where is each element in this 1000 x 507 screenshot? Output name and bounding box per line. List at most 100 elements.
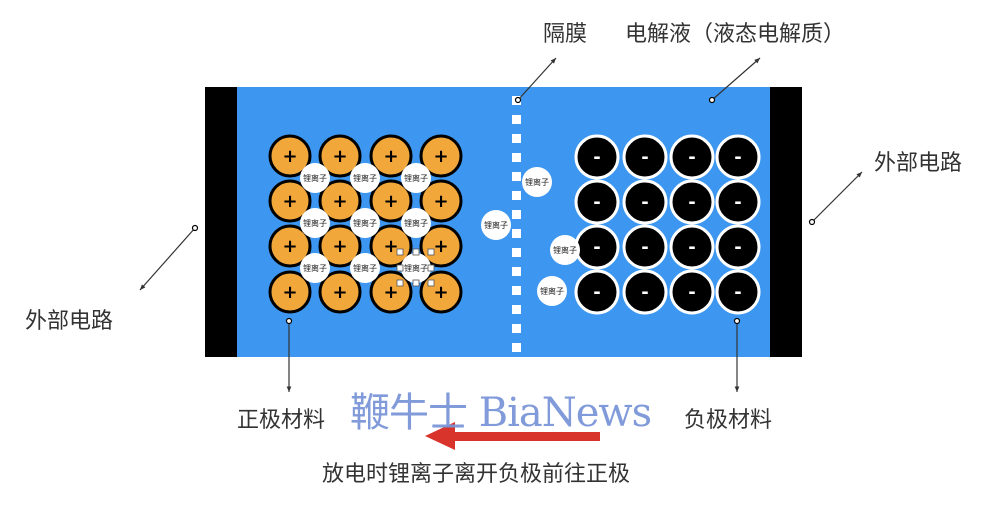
selection-handle bbox=[412, 279, 420, 287]
cathode-particle: + bbox=[318, 224, 362, 268]
ion-circle bbox=[401, 163, 431, 193]
ion-circle bbox=[350, 253, 380, 283]
minus-sign: - bbox=[593, 192, 600, 213]
cathode-particle: + bbox=[268, 224, 312, 268]
anode-particle: - bbox=[622, 269, 668, 315]
discharge-arrow bbox=[425, 422, 600, 450]
external-circuit-left-label: 外部电路 bbox=[25, 309, 114, 334]
selection-handle bbox=[396, 279, 404, 287]
anode-particle: - bbox=[715, 269, 761, 315]
cathode-circle bbox=[268, 134, 312, 178]
cathode-circle bbox=[369, 179, 413, 223]
lithium-ion: 锂离子 bbox=[550, 235, 580, 265]
anode-particle: - bbox=[669, 224, 715, 270]
anode-particle: - bbox=[715, 134, 761, 180]
anode-particle: - bbox=[574, 134, 620, 180]
anode-circle bbox=[715, 224, 761, 270]
ion-label: 锂离子 bbox=[404, 218, 428, 228]
arrow-head bbox=[286, 386, 292, 392]
separator-segment bbox=[512, 286, 521, 295]
cathode-particle: + bbox=[419, 134, 463, 178]
separator-segment bbox=[512, 267, 521, 276]
arrow-head bbox=[856, 172, 862, 178]
cathode-circle bbox=[318, 270, 362, 314]
watermark: 鞭牛士 BiaNews bbox=[350, 390, 652, 436]
lithium-ion: 锂离子 bbox=[300, 163, 330, 193]
lithium-ion: 锂离子 bbox=[350, 253, 380, 283]
separator bbox=[512, 96, 521, 352]
selection-handle bbox=[427, 279, 435, 287]
anode-particle: - bbox=[574, 269, 620, 315]
anode-circle bbox=[715, 179, 761, 225]
plus-sign: + bbox=[332, 191, 347, 212]
minus-sign: - bbox=[593, 147, 600, 168]
separator-segment bbox=[512, 229, 521, 238]
anode-particle: - bbox=[622, 179, 668, 225]
anode-circle bbox=[622, 179, 668, 225]
lithium-ion: 锂离子 bbox=[481, 210, 511, 240]
anode-particle: - bbox=[669, 134, 715, 180]
ion-label: 锂离子 bbox=[353, 263, 377, 273]
anode-circle bbox=[715, 134, 761, 180]
leader-arrow bbox=[139, 227, 196, 291]
anode-circle bbox=[622, 224, 668, 270]
anode-circle bbox=[622, 134, 668, 180]
selection-handle bbox=[396, 264, 404, 272]
leader-line bbox=[708, 57, 761, 104]
ion-label: 锂离子 bbox=[353, 218, 377, 228]
ion-circle bbox=[300, 163, 330, 193]
cathode-particle: + bbox=[268, 179, 312, 223]
anode-particle: - bbox=[669, 179, 715, 225]
anode-particle: - bbox=[574, 224, 620, 270]
separator-segment bbox=[512, 343, 521, 352]
anchor-dot bbox=[733, 317, 741, 325]
anchor-dot bbox=[514, 96, 522, 104]
cathode-particle: + bbox=[369, 179, 413, 223]
cathode-circle bbox=[318, 179, 362, 223]
leader-arrow bbox=[517, 57, 557, 101]
anode-particles: ---------------- bbox=[574, 134, 761, 315]
right-current-collector bbox=[770, 87, 802, 357]
minus-sign: - bbox=[641, 237, 648, 258]
minus-sign: - bbox=[734, 282, 741, 303]
ion-label: 锂离子 bbox=[303, 218, 327, 228]
leader-line bbox=[514, 57, 557, 104]
plus-sign: + bbox=[383, 146, 398, 167]
lithium-ion: 锂离子 bbox=[401, 253, 431, 283]
selection-handle bbox=[396, 248, 404, 256]
separator-segment bbox=[512, 324, 521, 333]
minus-sign: - bbox=[734, 147, 741, 168]
anode-particle: - bbox=[622, 224, 668, 270]
ion-label: 锂离子 bbox=[353, 173, 377, 183]
anode-circle bbox=[574, 179, 620, 225]
arrow-head bbox=[140, 284, 146, 290]
ion-circle bbox=[550, 235, 580, 265]
separator-segment bbox=[512, 172, 521, 181]
anode-particle: - bbox=[622, 134, 668, 180]
cathode-label: 正极材料 bbox=[237, 408, 326, 433]
selection-handle bbox=[412, 248, 420, 256]
ion-label: 锂离子 bbox=[540, 286, 564, 296]
ion-circle bbox=[350, 163, 380, 193]
anode-circle bbox=[669, 134, 715, 180]
separator-segment bbox=[512, 248, 521, 257]
ion-circle bbox=[401, 208, 431, 238]
leader-arrow bbox=[811, 171, 863, 223]
plus-sign: + bbox=[433, 191, 448, 212]
cathode-particle: + bbox=[369, 134, 413, 178]
anchor-dot bbox=[285, 317, 293, 325]
leader-lines bbox=[139, 57, 863, 392]
lithium-ion: 锂离子 bbox=[350, 163, 380, 193]
anode-circle bbox=[669, 269, 715, 315]
caption: 放电时锂离子离开负极前往正极 bbox=[322, 462, 631, 487]
ion-circle bbox=[401, 253, 431, 283]
lithium-ion: 锂离子 bbox=[401, 208, 431, 238]
minus-sign: - bbox=[593, 237, 600, 258]
minus-sign: - bbox=[688, 147, 695, 168]
lithium-ion: 锂离子 bbox=[401, 163, 431, 193]
leader-line bbox=[808, 171, 863, 226]
plus-sign: + bbox=[383, 191, 398, 212]
ion-label: 锂离子 bbox=[404, 263, 428, 273]
cathode-particle: + bbox=[419, 179, 463, 223]
